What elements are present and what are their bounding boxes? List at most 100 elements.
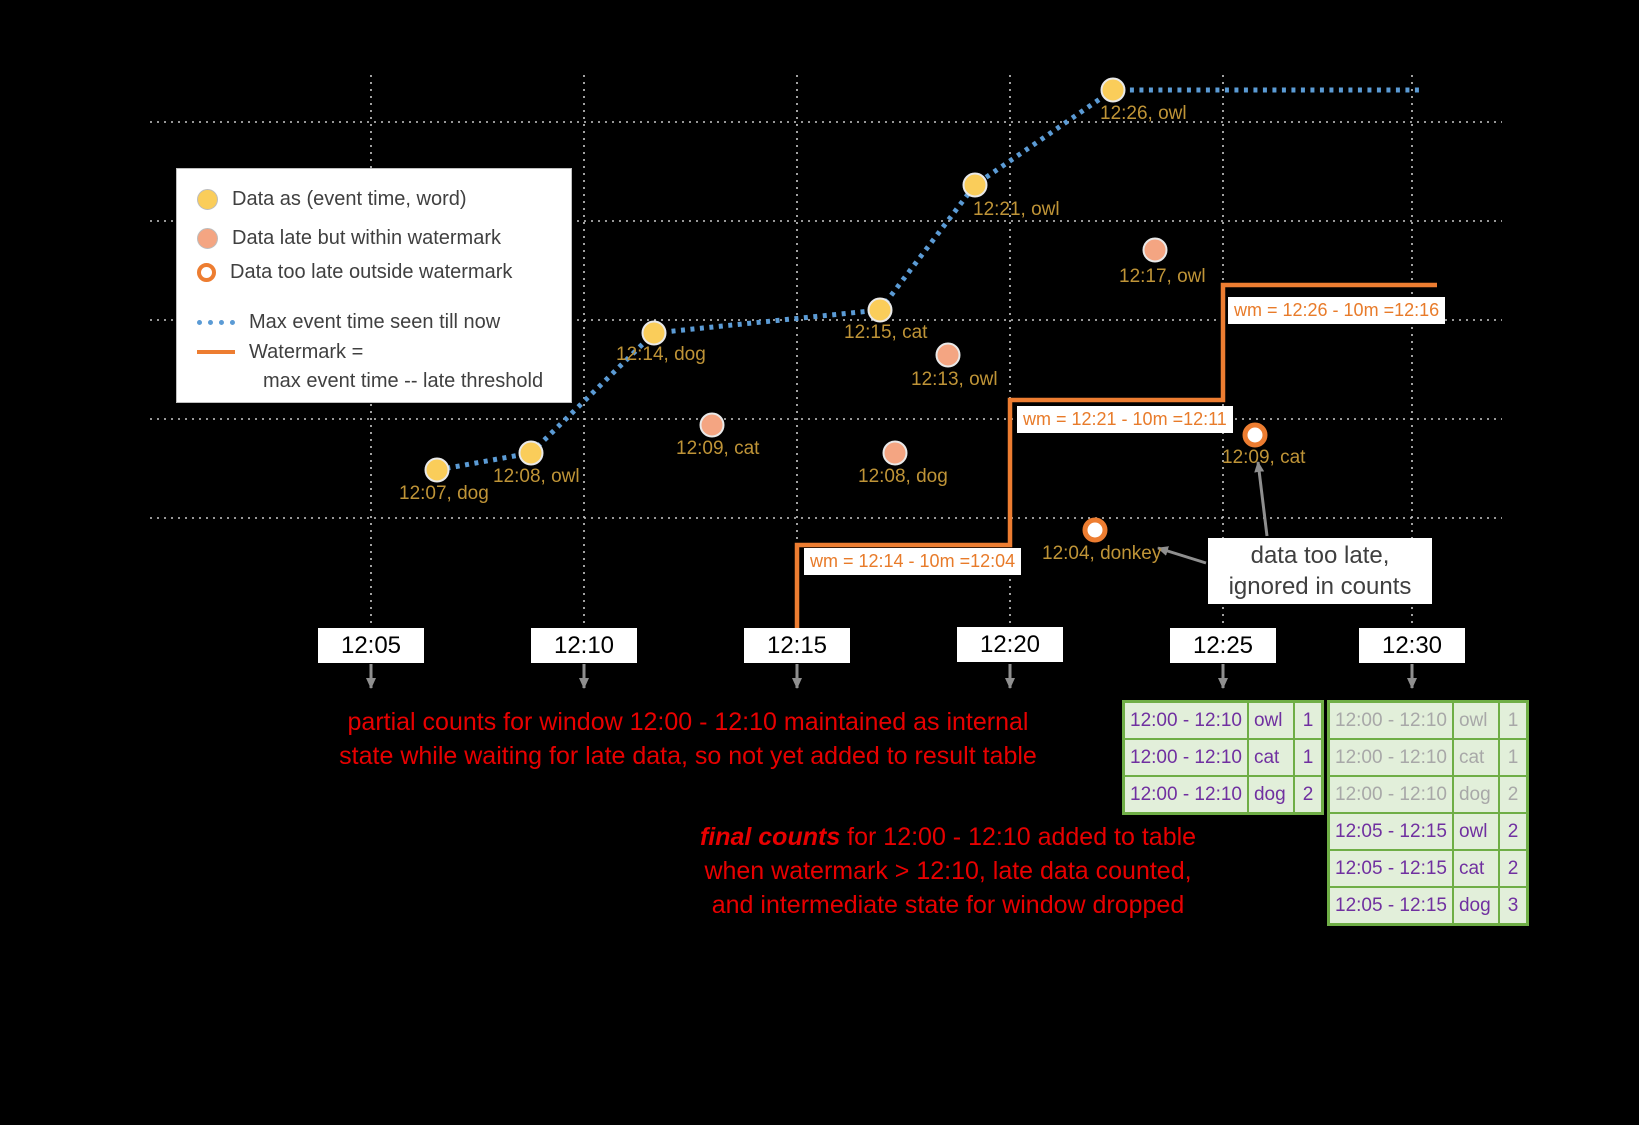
partial-counts-line2: state while waiting for late data, so no… (339, 742, 1037, 770)
word-cell: cat (1246, 738, 1295, 777)
count-cell: 1 (1498, 700, 1529, 740)
point-label: 12:08, dog (858, 466, 948, 487)
count-cell: 2 (1293, 775, 1324, 815)
too-late-callout-line2: ignored in counts (1228, 573, 1412, 600)
final-counts-emphasis: final counts (699, 823, 841, 851)
word-cell: dog (1451, 775, 1500, 814)
solid-line-swatch (197, 350, 235, 354)
dotted-line-swatch (197, 319, 235, 325)
window-cell: 12:00 - 12:10 (1327, 738, 1454, 777)
point-label: 12:21, owl (973, 199, 1060, 220)
word-cell: owl (1451, 700, 1500, 740)
point-label: 12:14, dog (616, 344, 706, 365)
legend-label: Data as (event time, word) (232, 187, 467, 210)
on-time-point (1100, 77, 1126, 103)
window-cell: 12:00 - 12:10 (1327, 700, 1454, 740)
window-cell: 12:00 - 12:10 (1327, 775, 1454, 814)
legend-label: Data late but within watermark (232, 226, 502, 249)
count-cell: 3 (1498, 886, 1529, 926)
legend-label: max event time -- late threshold (263, 369, 544, 392)
legend-label: Data too late outside watermark (230, 260, 513, 283)
count-cell: 1 (1498, 738, 1529, 777)
final-counts-line1-rest: for 12:00 - 12:10 added to table (840, 823, 1197, 851)
too-late-point (1242, 422, 1268, 448)
too-late-point (1082, 517, 1108, 543)
partial-counts-line1: partial counts for window 12:00 - 12:10 … (347, 708, 1029, 736)
final-counts-line3: and intermediate state for window droppe… (711, 891, 1185, 919)
legend: Data as (event time, word) Data late but… (176, 168, 572, 403)
table-row: 12:05 - 12:15 dog 3 (1327, 886, 1529, 926)
late-point (882, 440, 908, 466)
table-row-dropped: 12:00 - 12:10 owl 1 (1327, 700, 1529, 740)
axis-tick-1210: 12:10 (531, 628, 637, 663)
count-cell: 2 (1498, 849, 1529, 888)
result-table-1225: 12:00 - 12:10 owl 1 12:00 - 12:10 cat 1 … (1122, 700, 1324, 815)
point-label: 12:08, owl (493, 466, 580, 487)
final-counts-line2: when watermark > 12:10, late data counte… (704, 857, 1192, 885)
window-cell: 12:00 - 12:10 (1122, 700, 1249, 740)
final-counts-note: final counts for 12:00 - 12:10 added to … (698, 820, 1198, 922)
window-cell: 12:00 - 12:10 (1122, 775, 1249, 815)
final-counts-line1: final counts for 12:00 - 12:10 added to … (698, 820, 1198, 854)
axis-tick-1205: 12:05 (318, 628, 424, 663)
word-cell: cat (1451, 849, 1500, 888)
watermark-value-label: wm = 12:26 - 10m =12:16 (1228, 297, 1446, 324)
point-label: 12:04, donkey (1042, 543, 1162, 564)
point-label: 12:07, dog (399, 483, 489, 504)
count-cell: 2 (1498, 775, 1529, 814)
legend-item-watermark-cont: max event time -- late threshold (263, 369, 543, 393)
watermark-value-label: wm = 12:14 - 10m =12:04 (804, 548, 1022, 575)
legend-item-on-time: Data as (event time, word) (197, 187, 467, 211)
point-label: 12:17, owl (1119, 266, 1206, 287)
table-row-dropped: 12:00 - 12:10 dog 2 (1327, 775, 1529, 814)
point-label: 12:13, owl (911, 369, 998, 390)
on-time-dot-swatch (197, 188, 218, 210)
on-time-point (867, 297, 893, 323)
table-row: 12:00 - 12:10 cat 1 (1122, 738, 1324, 777)
point-label: 12:09, cat (1222, 447, 1306, 468)
axis-tick-1225: 12:25 (1170, 628, 1276, 663)
legend-item-late: Data late but within watermark (197, 226, 501, 250)
word-cell: owl (1451, 812, 1500, 851)
result-table-1230: 12:00 - 12:10 owl 1 12:00 - 12:10 cat 1 … (1327, 700, 1529, 926)
word-cell: cat (1451, 738, 1500, 777)
legend-label: Max event time seen till now (249, 310, 501, 333)
word-cell: owl (1246, 700, 1295, 740)
window-cell: 12:05 - 12:15 (1327, 886, 1454, 926)
window-cell: 12:00 - 12:10 (1122, 738, 1249, 777)
too-late-callout: data too late, ignored in counts (1208, 538, 1432, 604)
on-time-point (641, 320, 667, 346)
count-cell: 1 (1293, 738, 1324, 777)
axis-tick-1230: 12:30 (1359, 628, 1465, 663)
watermark-line (794, 282, 1437, 630)
legend-item-too-late: Data too late outside watermark (197, 260, 512, 284)
on-time-point (518, 440, 544, 466)
too-late-note-arrows (1157, 461, 1269, 565)
word-cell: dog (1246, 775, 1295, 815)
table-row: 12:00 - 12:10 owl 1 (1122, 700, 1324, 740)
window-cell: 12:05 - 12:15 (1327, 812, 1454, 851)
on-time-point (424, 457, 450, 483)
late-point (699, 412, 725, 438)
late-point (935, 342, 961, 368)
point-label: 12:09, cat (676, 438, 760, 459)
legend-item-max-event-time: Max event time seen till now (197, 310, 500, 334)
window-cell: 12:05 - 12:15 (1327, 849, 1454, 888)
count-cell: 1 (1293, 700, 1324, 740)
table-row: 12:05 - 12:15 cat 2 (1327, 849, 1529, 888)
axis-tick-1220: 12:20 (957, 627, 1063, 662)
watermark-value-label: wm = 12:21 - 10m =12:11 (1017, 406, 1233, 433)
late-point (1142, 237, 1168, 263)
legend-label: Watermark = (249, 340, 364, 363)
word-cell: dog (1451, 886, 1500, 926)
count-cell: 2 (1498, 812, 1529, 851)
partial-counts-note: partial counts for window 12:00 - 12:10 … (325, 705, 1051, 773)
on-time-point (962, 172, 988, 198)
too-late-dot-swatch (197, 262, 216, 282)
legend-item-watermark: Watermark = (197, 340, 363, 364)
too-late-callout-line1: data too late, (1250, 542, 1390, 569)
table-row: 12:05 - 12:15 owl 2 (1327, 812, 1529, 851)
tick-arrows (366, 664, 1417, 689)
point-label: 12:26, owl (1100, 103, 1187, 124)
